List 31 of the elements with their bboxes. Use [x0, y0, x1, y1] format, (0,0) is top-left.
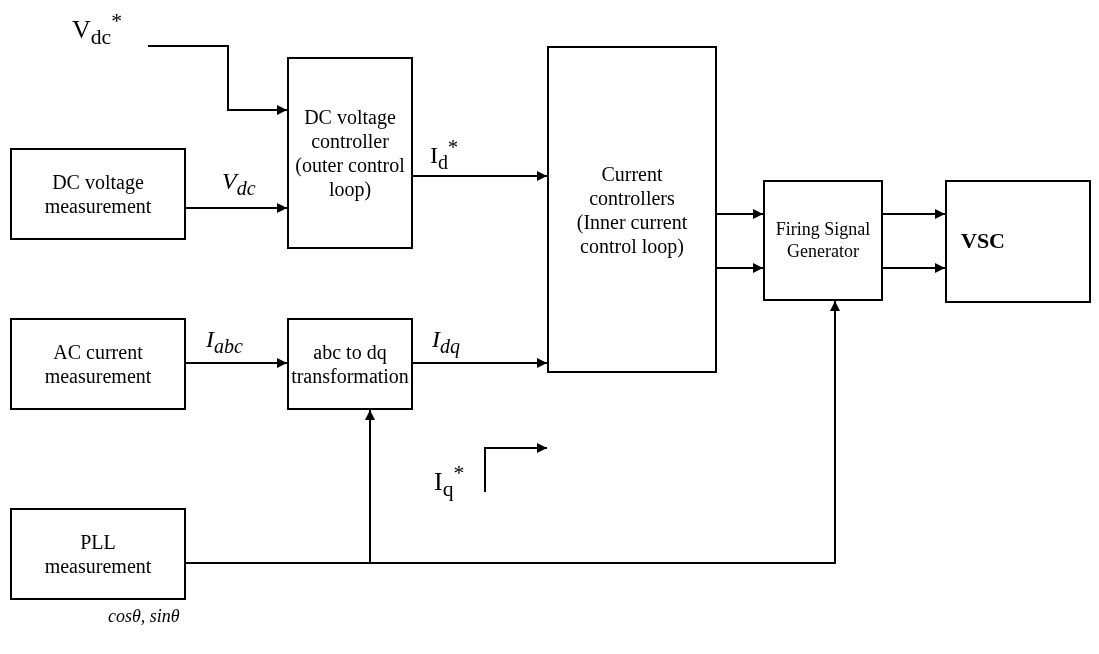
arrow: [412, 358, 548, 368]
arrow: [412, 171, 548, 181]
edge-label: I$_{dq}$: [432, 326, 460, 358]
block-text: VSC: [961, 228, 1005, 255]
block-box: [10, 508, 186, 600]
arrow: [147, 45, 288, 115]
edge-label: I$_{abc}$: [206, 326, 243, 358]
block-text: AC current measurement: [43, 340, 153, 388]
block-text: DC voltage measurement: [43, 170, 153, 218]
edge-label: cosθ, sinθ: [108, 606, 180, 627]
edge-label: V$_{dc}$: [222, 168, 256, 200]
block-box: [763, 180, 883, 301]
block-box: [287, 318, 413, 410]
arrow: [716, 209, 764, 219]
block-text: abc to dq transformation: [291, 340, 409, 388]
block-text: PLL measurement: [43, 530, 153, 578]
arrow: [484, 443, 548, 493]
block-box: [287, 57, 413, 249]
block-box: [10, 318, 186, 410]
block-box: [945, 180, 1091, 303]
block-box: [10, 148, 186, 240]
arrow: [882, 263, 946, 273]
arrow: [882, 209, 946, 219]
block-box: [547, 46, 717, 373]
arrow: [185, 358, 288, 368]
block-text: DC voltage controller (outer control loop): [294, 105, 406, 201]
arrow: [185, 300, 840, 564]
block-text: Firing Signal Generator: [774, 218, 872, 263]
arrow: [716, 263, 764, 273]
block-text: Current controllers (Inner current control loop): [575, 161, 689, 258]
arrow: [185, 203, 288, 213]
